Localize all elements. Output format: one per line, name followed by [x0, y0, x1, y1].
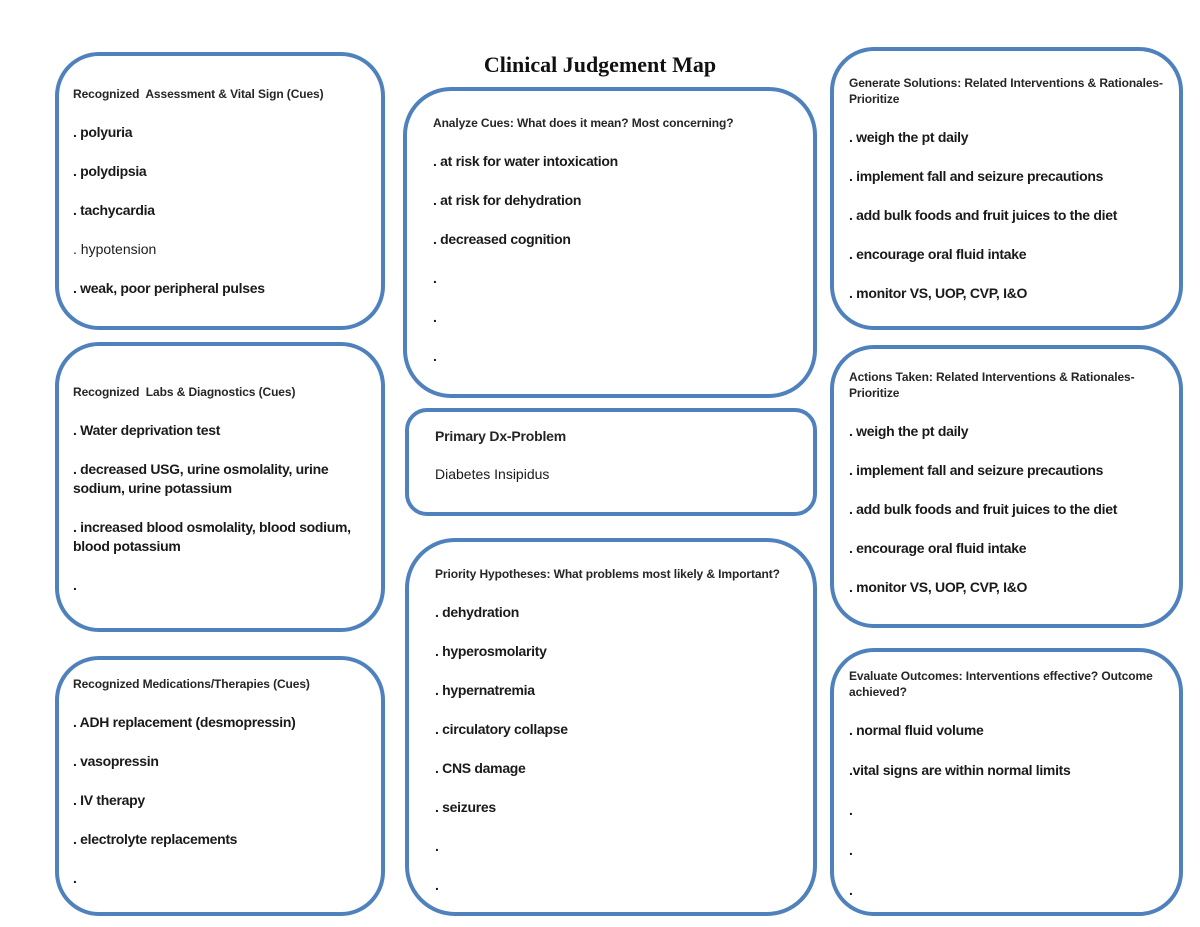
list-item: . decreased USG, urine osmolality, urine… [73, 461, 329, 496]
list-item: . weak, poor peripheral pulses [73, 280, 265, 296]
box-evaluate-items: . normal fluid volume .vital signs are wi… [849, 721, 1167, 900]
list-item: . polyuria [73, 124, 133, 140]
list-item: . seizures [435, 799, 496, 815]
list-item: . circulatory collapse [435, 721, 568, 737]
list-item: . encourage oral fluid intake [849, 540, 1027, 556]
list-item: . increased blood osmolality, blood sodi… [73, 519, 351, 554]
list-item: . at risk for dehydration [433, 192, 582, 208]
list-item: Diabetes Insipidus [435, 466, 550, 482]
box-primary-dx-header: Primary Dx-Problem [435, 428, 567, 444]
box-actions-taken: Actions Taken: Related Interventions & R… [830, 345, 1183, 628]
list-item: . [435, 877, 439, 893]
page-title: Clinical Judgement Map [483, 52, 717, 77]
box-generate-items: . weigh the pt daily . implement fall and… [849, 128, 1167, 303]
list-item: . implement fall and seizure precautions [849, 462, 1104, 478]
box-actions-header: Actions Taken: Related Interventions & R… [849, 370, 1135, 400]
list-item: . IV therapy [73, 792, 145, 808]
list-item: . at risk for water intoxication [433, 153, 618, 169]
list-item: .vital signs are within normal limits [849, 762, 1071, 778]
list-item: . dehydration [435, 604, 519, 620]
list-item: . [73, 577, 77, 593]
box-generate-solutions: Generate Solutions: Related Intervention… [830, 47, 1183, 330]
box-generate-header: Generate Solutions: Related Intervention… [849, 76, 1163, 106]
list-item: . normal fluid volume [849, 722, 984, 738]
box-analyze-cues: Analyze Cues: What does it mean? Most co… [403, 87, 817, 398]
list-item: . implement fall and seizure precautions [849, 168, 1104, 184]
list-item: . [433, 270, 437, 286]
box-priority-hypotheses: Priority Hypotheses: What problems most … [405, 538, 817, 916]
list-item: . CNS damage [435, 760, 526, 776]
list-item: . weigh the pt daily [849, 423, 969, 439]
box-assessment-items: . polyuria . polydipsia . tachycardia . hyp… [73, 123, 369, 298]
list-item: . encourage oral fluid intake [849, 246, 1027, 262]
box-medications-items: . ADH replacement (desmopressin) . vasopr… [73, 713, 369, 888]
list-item: . weigh the pt daily [849, 129, 969, 145]
box-labs-items: . Water deprivation test . decreased USG,… [73, 421, 369, 595]
box-labs-header: Recognized Labs & Diagnostics (Cues) [73, 385, 296, 399]
box-evaluate-outcomes: Evaluate Outcomes: Interventions effecti… [830, 648, 1183, 916]
box-hypotheses-header: Priority Hypotheses: What problems most … [435, 567, 780, 581]
list-item: . ADH replacement (desmopressin) [73, 714, 296, 730]
list-item: . [849, 842, 853, 858]
list-item: . add bulk foods and fruit juices to the… [849, 501, 1118, 517]
list-item: . hypernatremia [435, 682, 535, 698]
box-medications-header: Recognized Medications/Therapies (Cues) [73, 677, 310, 691]
list-item: . [849, 802, 853, 818]
list-item: . monitor VS, UOP, CVP, I&O [849, 579, 1028, 595]
box-actions-items: . weigh the pt daily . implement fall and… [849, 422, 1167, 597]
box-primary-dx-items: Diabetes Insipidus [435, 465, 801, 484]
box-medications-therapies: Recognized Medications/Therapies (Cues) … [55, 656, 385, 916]
list-item: . electrolyte replacements [73, 831, 238, 847]
list-item: . monitor VS, UOP, CVP, I&O [849, 285, 1028, 301]
box-labs-diagnostics: Recognized Labs & Diagnostics (Cues) . W… [55, 342, 385, 632]
list-item: . [849, 882, 853, 898]
list-item: . decreased cognition [433, 231, 571, 247]
box-primary-dx-problem: Primary Dx-Problem Diabetes Insipidus [405, 408, 817, 516]
list-item: . hyperosmolarity [435, 643, 547, 659]
list-item: . [433, 348, 437, 364]
list-item: . add bulk foods and fruit juices to the… [849, 207, 1118, 223]
box-assessment-header: Recognized Assessment & Vital Sign (Cues… [73, 87, 324, 101]
list-item: . tachycardia [73, 202, 155, 218]
list-item: . polydipsia [73, 163, 147, 179]
box-hypotheses-items: . dehydration . hyperosmolarity . hypernat… [435, 603, 801, 895]
list-item: . [73, 870, 77, 886]
list-item: . [435, 838, 439, 854]
box-analyze-header: Analyze Cues: What does it mean? Most co… [433, 116, 734, 130]
box-assessment-vital-signs: Recognized Assessment & Vital Sign (Cues… [55, 52, 385, 330]
box-analyze-items: . at risk for water intoxication . at ris… [433, 152, 801, 366]
list-item: . vasopressin [73, 753, 159, 769]
list-item: . [433, 309, 437, 325]
list-item: . hypotension [73, 241, 157, 257]
box-evaluate-header: Evaluate Outcomes: Interventions effecti… [849, 669, 1156, 699]
list-item: . Water deprivation test [73, 422, 221, 438]
